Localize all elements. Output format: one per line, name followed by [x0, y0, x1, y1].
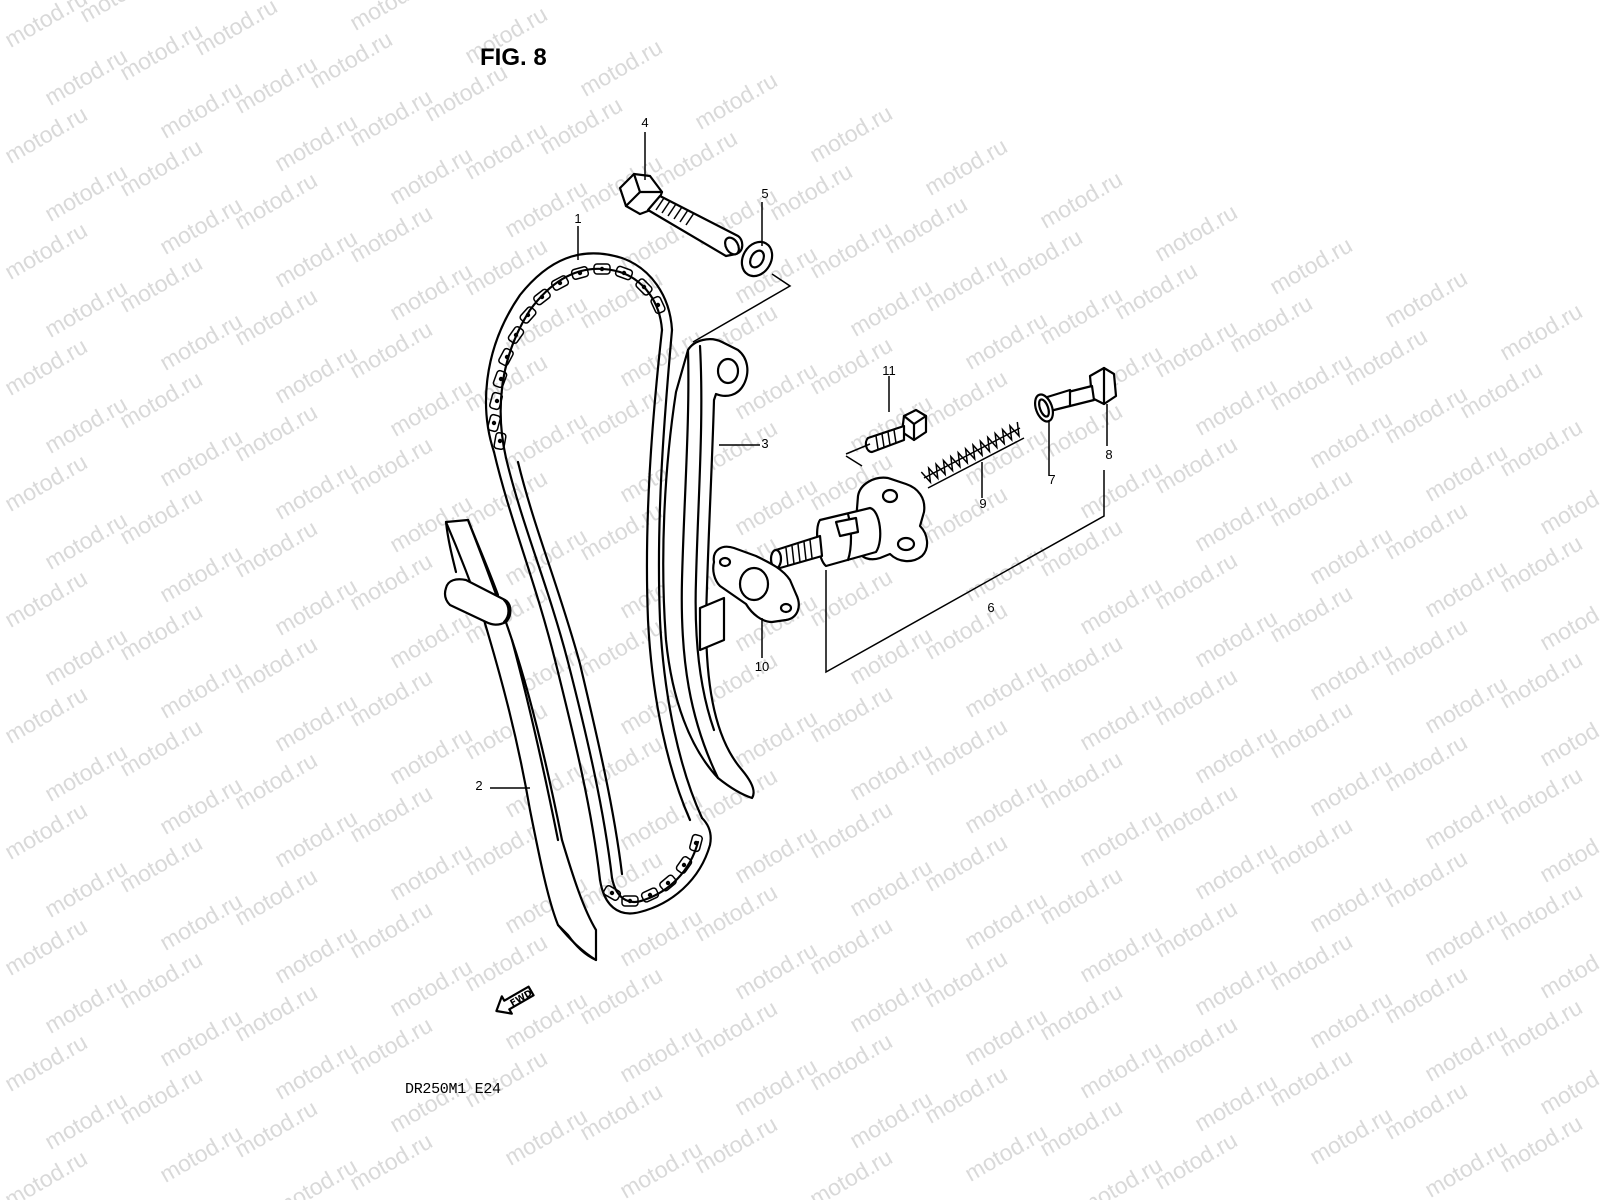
- mounting-bolt-icon: [864, 408, 928, 454]
- callout-11: 11: [882, 363, 896, 378]
- callout-1: 1: [574, 211, 582, 226]
- gasket-icon: [712, 545, 800, 624]
- callout-2: 2: [475, 778, 483, 793]
- cap-bolt-icon: [1040, 366, 1118, 414]
- callout-8: 8: [1105, 447, 1113, 462]
- callout-6: 6: [987, 600, 995, 615]
- chain-tensioner-guide-icon: [662, 338, 755, 800]
- callout-7: 7: [1048, 472, 1056, 487]
- model-code: DR250M1 E24: [405, 1081, 501, 1098]
- tensioner-assembly-icon: [769, 476, 929, 570]
- spring-icon: [920, 421, 1025, 489]
- callout-9: 9: [979, 496, 987, 511]
- washer-icon: [740, 240, 774, 278]
- pivot-bolt-icon: [618, 172, 744, 258]
- callout-10: 10: [754, 659, 770, 674]
- cam-chain-icon: [484, 252, 712, 915]
- figure-title: FIG. 8: [480, 44, 547, 71]
- callout-5: 5: [761, 186, 769, 201]
- chain-guide-rail-icon: [443, 518, 598, 962]
- callout-3: 3: [761, 436, 769, 451]
- callout-4: 4: [641, 115, 649, 130]
- fwd-arrow-icon: FWD: [495, 985, 535, 1015]
- leader-lines: [490, 132, 1108, 789]
